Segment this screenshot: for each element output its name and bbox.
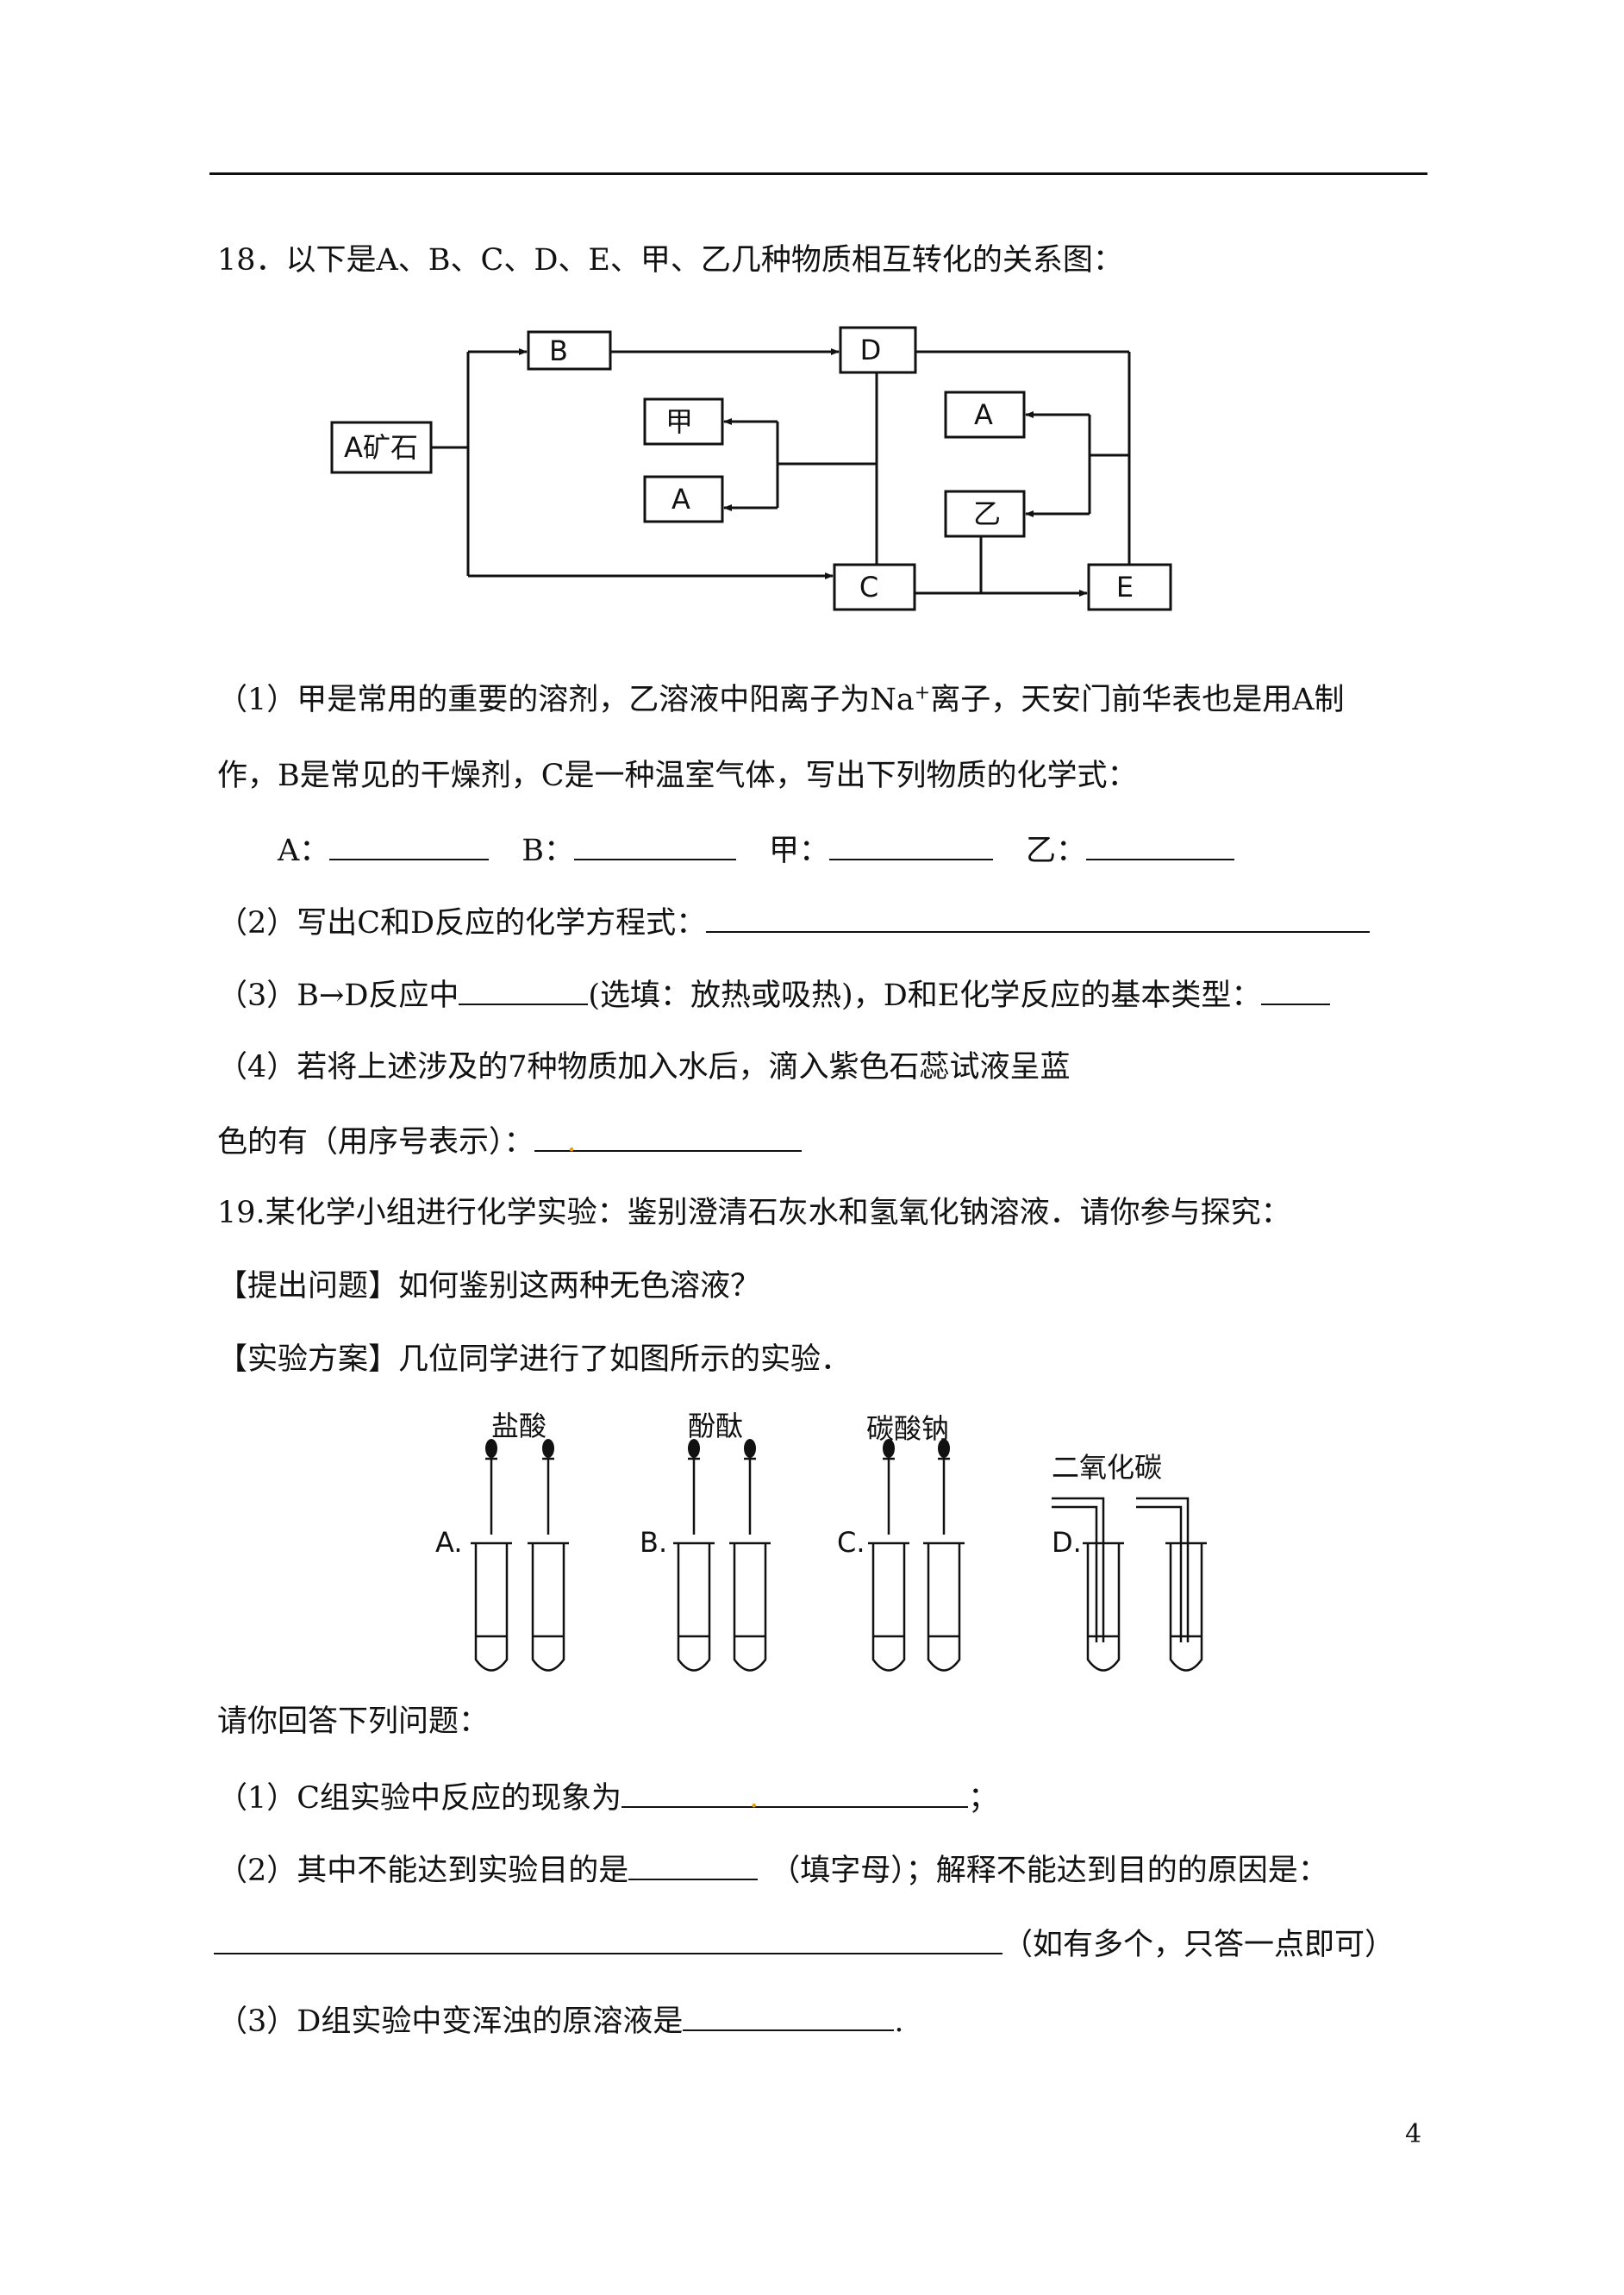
tube-b2 [729,1541,771,1672]
box-a2 [944,391,1026,439]
mark-dot: . [749,1780,759,1815]
group-b-label: B. [640,1526,667,1559]
mark-dot: . [566,1124,577,1159]
blank-blue[interactable]: . [534,1122,802,1159]
box-yi [944,490,1026,538]
label-a1: A [671,483,690,516]
label-jia: 甲 [665,405,693,438]
box-b [527,330,612,371]
label-e: E [1116,571,1134,603]
label-d: D [860,334,882,366]
blank-turbid-solution[interactable] [683,2002,895,2031]
box-a1 [643,475,724,523]
header-rule [209,172,1427,175]
q18-p4-line1: （4）若将上述涉及的7种物质加入水后，滴入紫色石蕊试液呈蓝 [217,1050,1071,1085]
blank-reason[interactable] [214,1925,1003,1954]
blank-yi[interactable] [1086,831,1235,860]
q18-p1-line1: （1）甲是常用的重要的溶剂，乙溶液中阳离子为Na+离子，天安门前华表也是用A制 [217,682,1345,717]
dropper-b1 [688,1457,700,1535]
label-c: C [859,571,878,603]
dropper-c2 [938,1457,950,1535]
dropper-a2 [542,1457,554,1535]
label-ore: A矿石 [344,431,418,464]
q18-relation-diagram: A矿石 B D 甲 A A 乙 C E [330,326,1172,611]
co2-pipe-2 [1136,1497,1190,1642]
tube-a2 [528,1541,569,1672]
blank-c-d-equation[interactable] [706,904,1371,933]
q19-plan: 【实验方案】几位同学进行了如图所示的实验． [217,1342,852,1377]
group-c-label: C. [837,1526,865,1559]
tube-c2 [923,1541,965,1672]
label-b: B [549,335,568,367]
tube-d2 [1165,1541,1207,1672]
box-e [1087,563,1172,611]
label-yi: 乙 [973,497,1001,530]
q18-title: 18．以下是A、B、C、D、E、甲、乙几种物质相互转化的关系图： [217,243,1123,278]
q19-p2: （2）其中不能达到实验目的是（填字母）；解释不能达到目的的原因是： [217,1851,1328,1890]
co2-pipe-1 [1052,1497,1105,1642]
blank-failed-group[interactable] [628,1851,759,1880]
group-a-label: A. [435,1526,463,1559]
q19-title: 19.某化学小组进行化学实验：鉴别澄清石灰水和氢氧化钠溶液．请你参与探究： [217,1196,1291,1230]
q18-p3: （3）B→D反应中(选填：放热或吸热)，D和E化学反应的基本类型： [217,976,1331,1015]
label-co2: 二氧化碳 [1052,1451,1162,1484]
blank-a[interactable] [329,831,490,860]
box-ore [330,421,433,474]
box-d [839,326,917,374]
q18-p2: （2）写出C和D反应的化学方程式： [217,904,1371,942]
dropper-c1 [883,1457,895,1535]
tube-b1 [673,1541,715,1672]
dropper-a1 [485,1457,497,1535]
label-a2: A [974,398,993,431]
blank-c-phenomenon[interactable]: . [621,1779,969,1815]
blank-heat[interactable] [459,976,589,1005]
box-c [833,563,916,611]
blank-b[interactable] [574,831,737,860]
box-jia [643,397,724,446]
blank-jia[interactable] [829,831,994,860]
q19-question: 【提出问题】如何鉴别这两种无色溶液？ [217,1269,761,1304]
label-na2co3: 碳酸钠 [866,1412,949,1445]
q18-p4-line2: 色的有（用序号表示）：. [217,1122,802,1161]
page-number: 4 [1405,2119,1422,2149]
q19-experiment-figure: 盐酸 酚酞 碳酸钠 二氧化碳 A. B. C. D. [435,1410,1207,1672]
q18-formula-blanks: A：B：甲：乙： [278,831,1235,870]
q19-answer-prompt: 请你回答下列问题： [217,1704,490,1739]
dropper-b2 [744,1457,756,1535]
label-hcl: 盐酸 [491,1410,547,1442]
label-phenol: 酚酞 [688,1410,743,1442]
tube-a1 [471,1541,512,1672]
q18-p1-line2: 作，B是常见的干燥剂，C是一种温室气体，写出下列物质的化学式： [217,759,1138,793]
q19-p3: （3）D组实验中变浑浊的原溶液是. [217,2002,903,2041]
q19-p1: （1）C组实验中反应的现象为.； [217,1779,999,1816]
tube-c1 [868,1541,909,1672]
q19-p2-line2: （如有多个，只答一点即可） [214,1925,1395,1964]
group-d-label: D. [1052,1526,1082,1559]
blank-reaction-type[interactable] [1261,976,1331,1005]
